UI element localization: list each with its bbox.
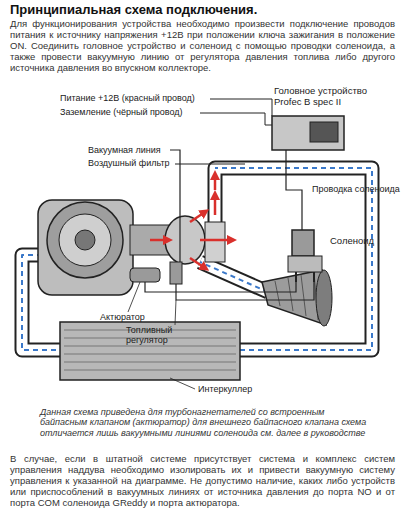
note-paragraph: В случае, если в штатной системе присутс… xyxy=(10,454,395,509)
node-label: Головное устройство Profec B spec II xyxy=(274,86,394,108)
solenoid: Соленоид xyxy=(284,224,384,276)
vacuum-lines xyxy=(145,150,314,300)
caption: Данная схема приведена для турбонагнетат… xyxy=(40,407,370,438)
actuator xyxy=(130,268,160,282)
intro-paragraph: Для функционирования устройства необходи… xyxy=(10,19,395,74)
throttle-body xyxy=(205,222,225,262)
boost-controller xyxy=(272,116,344,150)
air-filter xyxy=(262,270,332,326)
filter-label: Воздушный фильтр xyxy=(88,158,178,168)
intercooler-label: Интеркуллер xyxy=(198,384,278,394)
ground-label: Заземление (чёрный провод) xyxy=(60,107,200,117)
boost-flow-arrows xyxy=(150,175,232,268)
power-wires xyxy=(200,99,272,125)
title: Принципиальная схема подключения. xyxy=(10,3,395,18)
solenoid-valve xyxy=(288,230,322,282)
edge-label: Проводка соленоида xyxy=(312,184,403,194)
intercooler xyxy=(60,322,240,380)
fuel-regulator xyxy=(170,262,182,284)
vacuum-label: Вакуумная линия xyxy=(88,145,178,155)
regulator-label: Топливный регулятор xyxy=(126,325,196,346)
solenoid-wire xyxy=(286,150,302,230)
head-unit: Головное устройство Profec B spec II xyxy=(270,86,398,154)
node-label: Соленоид xyxy=(330,236,384,247)
actuator-label: Актюратор xyxy=(100,312,170,322)
power-label: Питание +12В (красный провод) xyxy=(60,93,210,103)
